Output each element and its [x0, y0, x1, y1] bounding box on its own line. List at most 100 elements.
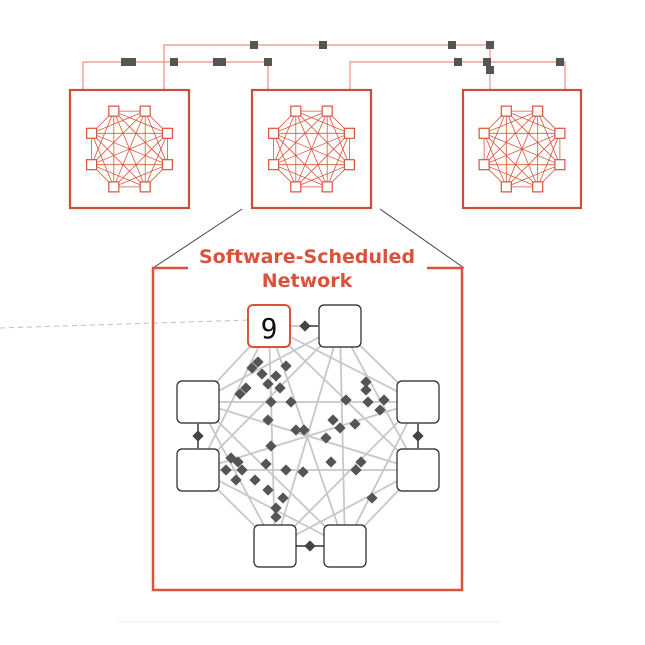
network-link — [344, 401, 419, 547]
packet — [250, 41, 258, 49]
packet-diamond — [355, 456, 367, 468]
network-link — [197, 401, 346, 547]
packet-diamond — [260, 458, 272, 470]
inter-chip-packets — [121, 41, 564, 74]
link-packet — [299, 320, 311, 332]
packet — [319, 41, 327, 49]
packet-diamond — [236, 464, 248, 476]
network-node — [176, 380, 220, 424]
network-node — [396, 448, 440, 492]
zoom-network-links — [197, 325, 419, 547]
highlighted-node — [247, 304, 291, 348]
network-link — [339, 325, 419, 471]
zoom-network-nodes — [176, 304, 440, 568]
mesh-link — [483, 133, 507, 188]
mesh-node — [532, 181, 544, 193]
packet-diamond — [340, 394, 352, 406]
packet-diamond — [262, 484, 274, 496]
packet-diamond — [246, 362, 258, 374]
network-link — [274, 469, 419, 547]
mesh-node — [500, 181, 512, 193]
packet-diamond — [270, 370, 282, 382]
packet — [213, 58, 221, 66]
mesh-node — [86, 159, 98, 171]
packet — [556, 58, 564, 66]
network-link — [197, 325, 341, 403]
chip-center — [250, 88, 373, 210]
packet-diamond — [270, 511, 282, 523]
packet-diamond — [366, 492, 378, 504]
zoom-connector-right — [379, 208, 465, 269]
zoom-connector-left — [152, 208, 243, 269]
mesh-link — [273, 132, 350, 166]
mesh-link — [295, 164, 350, 188]
mesh-link — [91, 110, 146, 134]
mesh-link — [483, 110, 538, 134]
packet-diamond — [285, 396, 297, 408]
network-link — [268, 325, 276, 547]
packet — [486, 41, 494, 49]
packet-diamond — [249, 474, 261, 486]
mesh-node — [478, 127, 490, 139]
packet-diamond — [327, 414, 339, 426]
packet-diamond — [378, 394, 390, 406]
packet-diamond — [240, 382, 252, 394]
packet-diamond — [360, 384, 372, 396]
mesh-node — [290, 105, 302, 117]
mesh-node — [554, 159, 566, 171]
network-link — [339, 325, 346, 547]
packet-diamond — [265, 440, 277, 452]
inter-chip-link — [163, 44, 491, 90]
mesh-node — [161, 159, 173, 171]
mesh-link — [91, 133, 115, 188]
packet — [483, 58, 491, 66]
packet — [486, 66, 494, 74]
packet — [170, 58, 178, 66]
packet-diamond — [325, 456, 337, 468]
mesh-node — [343, 127, 355, 139]
zoom-box-title-line1: Software-Scheduled — [199, 246, 415, 268]
packet — [128, 58, 136, 66]
mesh-node — [321, 105, 333, 117]
packet-diamond — [232, 456, 244, 468]
packet-diamond — [277, 492, 289, 504]
zoom-network-packets — [192, 320, 424, 552]
mesh-link — [91, 164, 146, 188]
chip-row — [68, 88, 583, 210]
mesh-node — [478, 159, 490, 171]
network-link — [268, 325, 419, 403]
packet-diamond — [298, 424, 310, 436]
mesh-node — [321, 181, 333, 193]
dashed-leader-line — [0, 319, 250, 329]
packet-diamond — [220, 464, 232, 476]
network-link — [197, 325, 270, 471]
network-node — [176, 448, 220, 492]
mesh-node — [86, 127, 98, 139]
mesh-node — [268, 127, 280, 139]
mesh-node — [290, 181, 302, 193]
packet-diamond — [297, 466, 309, 478]
mesh-node — [161, 127, 173, 139]
network-node — [323, 524, 367, 568]
packet-diamond — [274, 382, 286, 394]
packet-diamond — [349, 418, 361, 430]
packet — [121, 58, 129, 66]
packet — [264, 58, 272, 66]
packet-diamond — [252, 356, 264, 368]
packet-diamond — [270, 502, 282, 514]
packet — [218, 58, 226, 66]
mesh-link — [113, 164, 168, 188]
chip-left — [68, 88, 191, 210]
mesh-link — [91, 133, 146, 188]
mesh-link — [273, 133, 297, 188]
mesh-node — [139, 105, 151, 117]
zoom-box-title-line2: Network — [262, 270, 353, 292]
mesh-link — [506, 164, 561, 188]
zoom-box — [151, 266, 464, 592]
mesh-node — [343, 159, 355, 171]
packet-diamond — [230, 474, 242, 486]
packet-diamond — [280, 360, 292, 372]
packet-diamond — [360, 376, 372, 388]
mesh-link — [273, 110, 328, 134]
